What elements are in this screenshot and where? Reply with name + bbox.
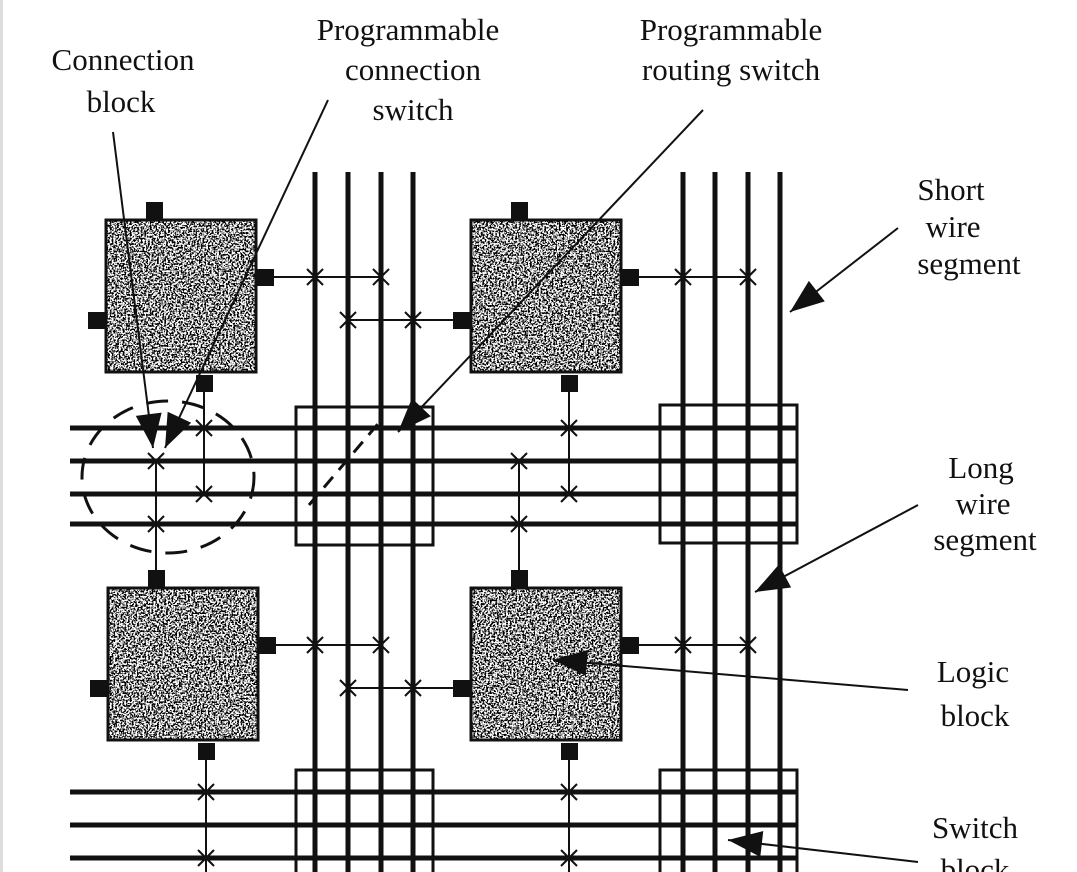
switch-block	[658, 768, 799, 872]
switch-cross	[195, 419, 213, 437]
routing-switch-highlight	[307, 417, 413, 518]
switch-cross	[197, 849, 215, 867]
label-line: Switch	[932, 810, 1019, 845]
logic-block-arrow-shaft	[552, 659, 909, 691]
switch-cross	[372, 268, 390, 286]
switch-cross	[560, 419, 578, 437]
switch-cross	[560, 849, 578, 867]
switch-cross	[674, 636, 692, 654]
label-line: routing switch	[642, 52, 821, 87]
label-line: switch	[373, 92, 454, 127]
label-switch-block: Switch block	[932, 810, 1019, 872]
connection-switch-arrow-shaft	[164, 99, 329, 449]
connection-block-arrow-shaft	[112, 131, 154, 449]
switch-cross	[739, 268, 757, 286]
annotation-arrows	[112, 99, 919, 863]
logic-block-pin	[622, 637, 639, 654]
connection-block-arrow-head-icon	[135, 412, 162, 448]
label-line: block	[941, 852, 1010, 872]
logic-block-body	[108, 588, 258, 740]
logic-block-pin	[88, 312, 105, 329]
switch-cross	[560, 485, 578, 503]
switch-blocks	[294, 403, 799, 872]
switch-cross	[510, 452, 528, 470]
switch-cross	[404, 311, 422, 329]
label-programmable-routing-switch: Programmable routing switch	[640, 12, 823, 87]
label-logic-block: Logic block	[937, 654, 1010, 733]
label-line: connection	[345, 52, 482, 87]
switch-cross	[195, 485, 213, 503]
logic-block-pin	[561, 375, 578, 392]
logic-block-pin	[196, 375, 213, 392]
connection-block-highlight	[80, 399, 256, 555]
dashed-diagonal	[307, 417, 385, 506]
logic-block-pin	[198, 743, 215, 760]
switch-cross	[339, 311, 357, 329]
logic-block-border	[469, 586, 623, 742]
switch-block	[294, 768, 435, 872]
switch-cross	[372, 636, 390, 654]
switch-cross	[306, 268, 324, 286]
logic-block-border	[106, 586, 260, 742]
connection-switch-arrow-head-icon	[165, 411, 192, 448]
logic-block-pin	[90, 680, 107, 697]
logic-block-body	[471, 220, 621, 372]
logic-block-pin	[561, 743, 578, 760]
switch-block	[294, 405, 435, 547]
label-connection-block: Connection block	[52, 42, 195, 119]
logic-block-pin	[511, 570, 528, 587]
label-line: Programmable	[640, 12, 823, 47]
switch-cross	[674, 268, 692, 286]
switch-cross	[560, 783, 578, 801]
logic-block	[453, 202, 639, 392]
label-line: segment	[917, 246, 1021, 281]
switch-cross	[197, 783, 215, 801]
logic-block-border	[469, 218, 623, 374]
long-wire-arrow-head-icon	[755, 564, 792, 592]
label-line: block	[941, 698, 1010, 733]
routing-switch-arrow-shaft	[397, 109, 704, 433]
logic-block-pin	[453, 680, 470, 697]
logic-block	[88, 202, 274, 392]
switch-cross	[510, 515, 528, 533]
logic-block-pin	[148, 570, 165, 587]
logic-blocks	[88, 202, 639, 760]
label-line: Connection	[52, 42, 195, 77]
label-line: wire	[955, 486, 1010, 521]
logic-block-arrow-head-icon	[553, 649, 588, 676]
logic-block-pin	[453, 312, 470, 329]
routing-switch-arrow-head-icon	[398, 398, 431, 432]
switch-block	[658, 403, 799, 545]
logic-block	[90, 570, 276, 760]
switch-cross	[147, 515, 165, 533]
label-line: Long	[948, 450, 1013, 485]
logic-block-pin	[622, 269, 639, 286]
switch-block-arrow-head-icon	[728, 830, 764, 857]
switch-cross	[404, 679, 422, 697]
logic-block-border	[104, 218, 258, 374]
diagram-canvas: Connection block Programmable connection sw…	[52, 12, 1038, 872]
label-line: Programmable	[317, 12, 500, 47]
logic-block-pin	[511, 202, 528, 219]
logic-block-pin	[146, 202, 163, 219]
switch-cross	[306, 636, 324, 654]
label-line: wire	[925, 209, 980, 244]
label-line: segment	[933, 522, 1037, 557]
label-programmable-connection-switch: Programmable connection switch	[317, 12, 500, 127]
logic-block-body	[106, 220, 256, 372]
short-wire-arrow-head-icon	[790, 280, 825, 312]
logic-block-pin	[259, 637, 276, 654]
switch-cross	[739, 636, 757, 654]
label-line: Short	[917, 172, 985, 207]
connection-switches	[147, 268, 757, 872]
annotations: Connection block Programmable connection sw…	[52, 12, 1038, 872]
label-line: Logic	[937, 654, 1009, 689]
logic-block-pin	[257, 269, 274, 286]
switch-cross	[147, 452, 165, 470]
switch-cross	[339, 679, 357, 697]
label-line: block	[87, 84, 156, 119]
